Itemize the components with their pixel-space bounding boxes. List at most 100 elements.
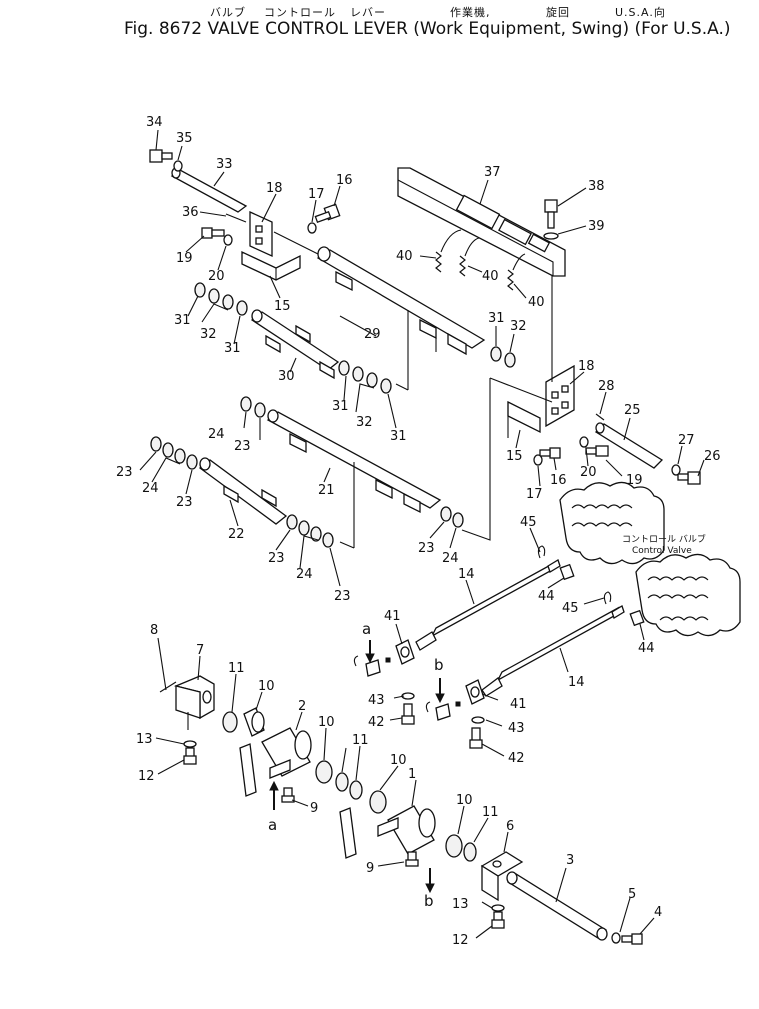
- part-14-rod-upper: [415, 559, 561, 651]
- callout-24-d: 24: [442, 551, 459, 566]
- part-20-washer-left: [223, 234, 233, 246]
- callout-32-c: 32: [510, 319, 527, 334]
- callout-41-b: 41: [510, 697, 527, 712]
- part-36-pin: [225, 213, 247, 223]
- callout-13-left: 13: [136, 732, 153, 747]
- callout-12-right: 12: [452, 933, 469, 948]
- leader-lines: [139, 129, 705, 939]
- part-11-bushing-mid-b: [349, 780, 363, 800]
- part-30-lever-shaft: [250, 309, 340, 380]
- callout-11-c: 11: [482, 805, 499, 820]
- callout-7: 7: [196, 643, 204, 658]
- part-17-washer-left: [307, 222, 317, 234]
- callout-15-left: 15: [274, 299, 291, 314]
- arrow-a-upper: [365, 640, 375, 664]
- callout-31-a: 31: [174, 313, 191, 328]
- callout-26: 26: [704, 449, 721, 464]
- callout-31-c: 31: [332, 399, 349, 414]
- callout-b-upper: b: [434, 656, 444, 674]
- clevis-b: [425, 701, 461, 721]
- callout-5: 5: [628, 887, 636, 902]
- part-9-nipple-left: [281, 787, 295, 803]
- callout-38: 38: [588, 179, 605, 194]
- callout-9-left: 9: [310, 801, 318, 816]
- part-31-32-bushings-left-upper: [194, 282, 248, 316]
- part-10-bushing-mid-b: [369, 790, 387, 814]
- part-29-lever-shaft: [316, 246, 486, 391]
- part-41-joint-b: [465, 679, 485, 705]
- part-26-bolt: [677, 471, 701, 485]
- callout-11-a: 11: [228, 661, 245, 676]
- control-valve-body: [559, 481, 741, 637]
- part-15-bracket-right: [507, 400, 541, 438]
- callout-17-left: 17: [308, 187, 325, 202]
- header-jp-valve: バルブ: [210, 6, 246, 19]
- callout-14-lower: 14: [568, 675, 585, 690]
- control-valve-label: Control Valve: [632, 546, 692, 556]
- part-10-bushing-mid: [315, 760, 333, 784]
- callout-13-right: 13: [452, 897, 469, 912]
- callout-4: 4: [654, 905, 662, 920]
- part-19-bolt-left: [201, 227, 225, 239]
- part-16-bolt-left: [314, 203, 341, 224]
- callout-30: 30: [278, 369, 295, 384]
- arrow-b-upper: [435, 678, 445, 704]
- callout-27: 27: [678, 433, 695, 448]
- part-37-bracket-plate: [397, 167, 566, 277]
- callout-41-a: 41: [384, 609, 401, 624]
- callout-19-right: 19: [626, 473, 643, 488]
- callout-12-left: 12: [138, 769, 155, 784]
- callout-32-a: 32: [200, 327, 217, 342]
- part-4-bolt: [621, 933, 643, 945]
- callout-18-right: 18: [578, 359, 595, 374]
- callout-37: 37: [484, 165, 501, 180]
- callout-40-a: 40: [396, 249, 413, 264]
- callout-45-upper: 45: [520, 515, 537, 530]
- part-18-bracket-right: [545, 364, 575, 428]
- part-12-bolt-left: [183, 747, 197, 765]
- callout-23-e: 23: [334, 589, 351, 604]
- part-1-lever: [339, 805, 436, 859]
- callout-24-a: 24: [208, 427, 225, 442]
- header-jp-usa: U.S.A.向: [615, 6, 666, 19]
- callout-28: 28: [598, 379, 615, 394]
- callout-15-right: 15: [506, 449, 523, 464]
- callout-44-lower: 44: [638, 641, 655, 656]
- callout-3: 3: [566, 853, 574, 868]
- callout-43-b: 43: [508, 721, 525, 736]
- callout-23-f: 23: [418, 541, 435, 556]
- callout-16-left: 16: [336, 173, 353, 188]
- callout-31-d: 31: [390, 429, 407, 444]
- part-23-24-bushings-upper: [240, 396, 266, 418]
- part-10-bushing-right: [445, 834, 463, 858]
- callout-14-upper: 14: [458, 567, 475, 582]
- part-11-bushing-mid-a: [335, 772, 349, 792]
- part-17-washer-right: [533, 454, 543, 466]
- callout-6: 6: [506, 819, 514, 834]
- part-16-bolt-right: [539, 447, 561, 459]
- callout-43-a: 43: [368, 693, 385, 708]
- linkage-lines: [273, 231, 553, 541]
- callout-20-right: 20: [580, 465, 597, 480]
- callout-labels: 1 2 3 4 5 6 7 8 9 9 10 10 10 10 11 11 11…: [116, 115, 721, 948]
- callout-17-right: 17: [526, 487, 543, 502]
- callout-b-lower: b: [424, 892, 434, 910]
- part-14-rod-lower: [481, 605, 625, 697]
- clevis-a: [353, 655, 391, 677]
- control-valve-label-jp: コントロール バルブ: [622, 533, 706, 545]
- part-13-washer-left: [183, 740, 197, 748]
- part-25-rod: [594, 422, 664, 469]
- callout-31-e: 31: [488, 311, 505, 326]
- arrow-a-lower: [269, 780, 279, 810]
- header-jp-swing: 旋回: [546, 6, 570, 19]
- header-jp-work-equipment: 作業機,: [450, 6, 491, 19]
- part-22-lever-shaft: [198, 457, 288, 525]
- part-34-bolt: [149, 149, 173, 163]
- part-15-bracket-left: [241, 250, 301, 281]
- callout-33: 33: [216, 157, 233, 172]
- part-3-shaft: [506, 871, 608, 941]
- part-42-bolt-b: [469, 727, 483, 749]
- part-23-24-bushings-mid: [286, 514, 334, 548]
- callout-44-upper: 44: [538, 589, 555, 604]
